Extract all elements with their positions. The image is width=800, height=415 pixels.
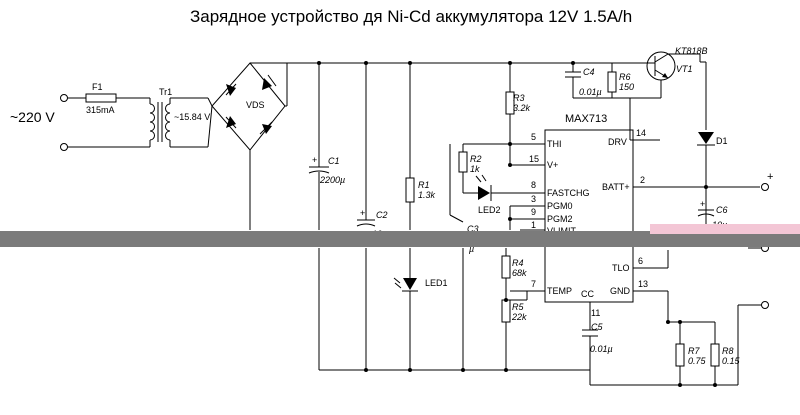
scan-band: [0, 231, 800, 247]
ic-pin-vplus: 15 V+: [529, 154, 558, 170]
c4-value: 0.01µ: [579, 87, 602, 97]
r5-value: 22k: [511, 312, 527, 322]
r5-ref: R5: [512, 302, 524, 312]
transformer-voltage: ~15.84 V: [174, 112, 210, 122]
svg-text:14: 14: [636, 128, 646, 138]
svg-text:3: 3: [531, 194, 536, 204]
transformer-ref: Tr1: [159, 87, 172, 97]
terminal-plus-label: +: [767, 171, 773, 183]
schematic-title: Зарядное устройство дя Ni-Cd аккумулятор…: [190, 7, 632, 26]
ic-pin-temp: 7 TEMP: [510, 279, 572, 296]
scan-band-highlight: [650, 224, 800, 234]
svg-text:GND: GND: [610, 286, 631, 296]
r3-value: 3.2k: [513, 103, 531, 113]
ic-pin-pgm0: 3 PGM0: [510, 194, 573, 211]
svg-text:13: 13: [638, 279, 648, 289]
resistor-r4: [501, 255, 511, 279]
svg-text:FASTCHG: FASTCHG: [547, 188, 590, 198]
svg-text:PGM2: PGM2: [547, 214, 573, 224]
r4-value: 68k: [512, 268, 527, 278]
resistor-r7: [675, 343, 685, 367]
svg-text:TLO: TLO: [612, 263, 630, 273]
ic-name: MAX713: [565, 113, 607, 125]
svg-text:DRV: DRV: [608, 137, 627, 147]
resistor-r1: [405, 177, 415, 203]
c5-value: 0.01µ: [590, 344, 613, 354]
c6-ref: C6: [716, 205, 728, 215]
svg-text:BATT+: BATT+: [602, 182, 630, 192]
svg-text:9: 9: [531, 207, 536, 217]
led1: [393, 277, 418, 292]
svg-text:+: +: [700, 199, 705, 209]
r2-ref: R2: [470, 154, 482, 164]
svg-text:CC: CC: [581, 289, 594, 299]
resistor-r2: [458, 151, 468, 173]
mains-label: ~220 V: [10, 109, 55, 125]
r3-ref: R3: [513, 93, 525, 103]
c4-ref: C4: [583, 67, 595, 77]
svg-text:15: 15: [529, 154, 539, 164]
svg-text:TEMP: TEMP: [547, 286, 572, 296]
terminal-minus: [761, 301, 769, 309]
d1-ref: D1: [716, 136, 728, 146]
r6-ref: R6: [619, 72, 631, 82]
led1-ref: LED1: [425, 278, 448, 288]
resistor-r5: [501, 299, 511, 323]
svg-text:THI: THI: [547, 139, 562, 149]
resistor-r6: [607, 71, 617, 93]
svg-text:5: 5: [531, 132, 536, 142]
transistor-ref: VT1: [676, 64, 693, 74]
r7-ref: R7: [688, 346, 700, 356]
fuse-f1: [85, 93, 117, 103]
terminal-plus: [761, 183, 769, 191]
c5-ref: C5: [591, 322, 603, 332]
svg-text:6: 6: [638, 256, 643, 266]
resistor-r8: [710, 343, 720, 367]
ic-pin-drv: 14 DRV: [608, 128, 660, 147]
c1-value: 2200µ: [319, 175, 345, 185]
svg-text:+: +: [360, 208, 365, 218]
bridge-ref: VDS: [246, 100, 265, 110]
r1-ref: R1: [418, 180, 430, 190]
ic-pin-cc: 11 CC: [581, 289, 600, 330]
r8-ref: R8: [722, 346, 734, 356]
r7-value: 0.75: [688, 356, 707, 366]
transistor-vt1: [643, 51, 676, 98]
ic-pin-thi: 5 THI: [510, 132, 562, 149]
fuse-ref: F1: [92, 82, 103, 92]
led2: [475, 174, 492, 201]
diode-d1: [697, 132, 715, 146]
svg-text:11: 11: [591, 308, 600, 318]
svg-text:7: 7: [531, 279, 536, 289]
transformer-tr1: [149, 102, 171, 142]
ic-pin-fastchg: 8 FASTCHG: [496, 180, 590, 198]
r1-value: 1.3k: [418, 190, 436, 200]
mains-terminal-top: [60, 94, 68, 102]
transistor-type: KT818B: [675, 46, 708, 56]
bridge-vds: [211, 62, 286, 151]
ic-max713: [544, 129, 634, 303]
c1-ref: C1: [328, 156, 340, 166]
svg-text:PGM0: PGM0: [547, 201, 573, 211]
r6-value: 150: [619, 82, 634, 92]
ic-pin-batt: 2 BATT+: [602, 175, 760, 192]
ic-pin-gnd: 13 GND: [610, 279, 669, 322]
r2-value: 1k: [470, 164, 480, 174]
svg-text:2: 2: [640, 175, 645, 185]
svg-text:+: +: [312, 155, 317, 165]
c2-ref: C2: [376, 210, 388, 220]
c3-ref: C3: [467, 224, 479, 234]
c3-value: µ: [469, 244, 474, 254]
ic-pin-tlo: 6 TLO: [612, 250, 669, 273]
led2-ref: LED2: [478, 205, 501, 215]
svg-text:V+: V+: [547, 160, 558, 170]
svg-text:8: 8: [531, 180, 536, 190]
svg-text:1: 1: [531, 220, 536, 230]
fuse-value: 315mA: [86, 105, 115, 115]
mains-terminal-bottom: [60, 143, 68, 151]
r8-value: 0.15: [722, 356, 741, 366]
r4-ref: R4: [512, 258, 524, 268]
ic-pin-pgm2: 9 PGM2: [510, 207, 573, 224]
